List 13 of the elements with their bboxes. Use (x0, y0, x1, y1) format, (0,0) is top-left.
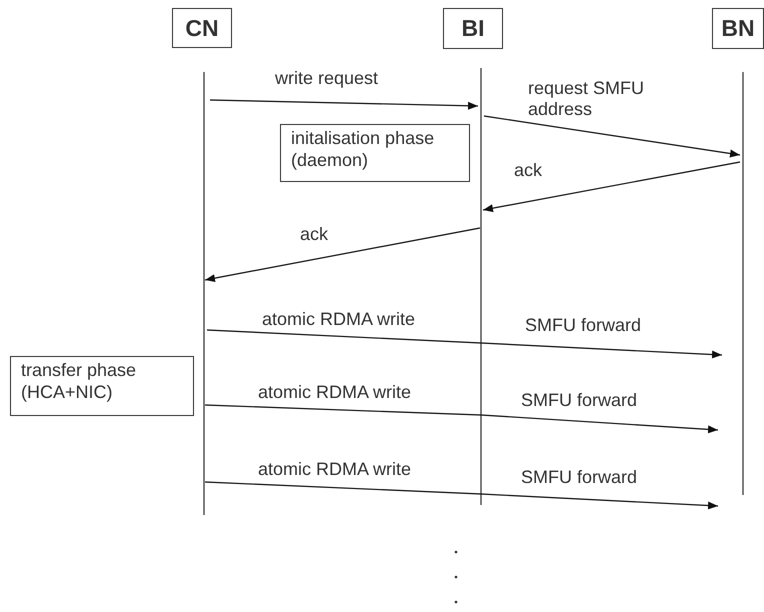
edge-label: write request (275, 68, 378, 89)
message-arrow (480, 342, 722, 358)
participant-box: BN (712, 8, 764, 49)
phase-box: initalisation phase (daemon) (280, 124, 470, 182)
message-arrow (210, 99, 478, 110)
phase-box: transfer phase (HCA+NIC) (10, 356, 194, 416)
message-arrow (480, 414, 718, 434)
participant-box: CN (172, 8, 232, 48)
message-arrow (484, 115, 740, 158)
message-arrow (482, 161, 740, 212)
message-arrow (204, 227, 480, 282)
message-arrow (480, 493, 718, 510)
participant-box: BI (443, 8, 503, 49)
